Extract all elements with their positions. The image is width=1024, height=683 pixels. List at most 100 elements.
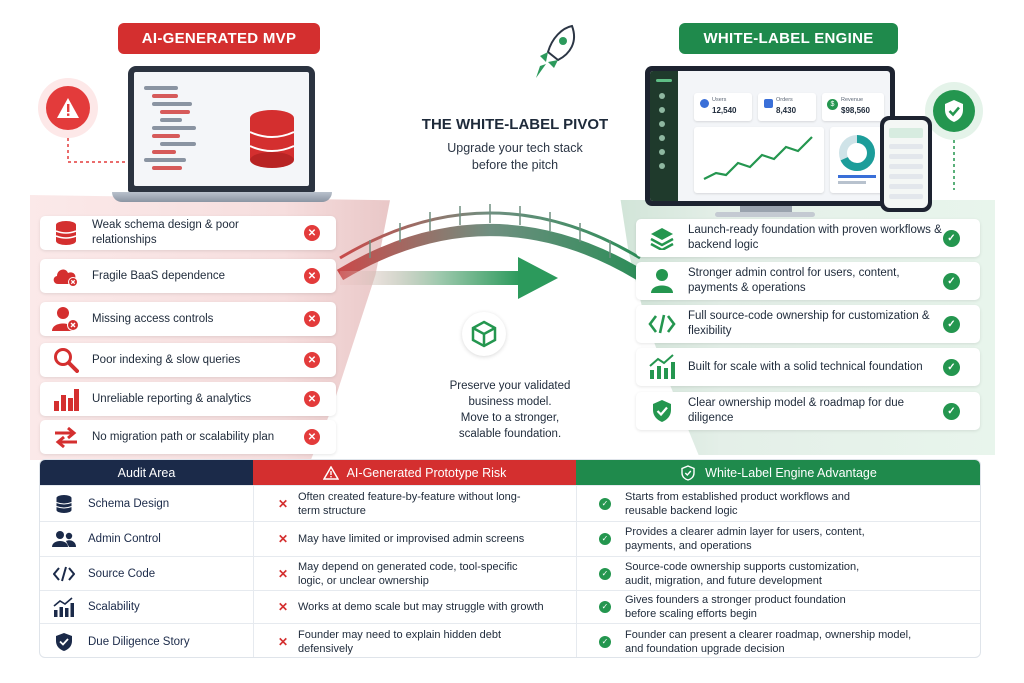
- check-icon: ✓: [943, 272, 960, 290]
- caption-line: Move to a stronger,: [460, 412, 560, 424]
- left-item-label: Poor indexing & slow queries: [92, 353, 241, 366]
- left-item-baas: Fragile BaaS dependence ✕: [40, 259, 336, 293]
- user-icon: [651, 269, 673, 293]
- shield-check-icon: [681, 464, 695, 481]
- left-item-access: Missing access controls ✕: [40, 302, 336, 336]
- row-advantage-text: Gives founders a stronger product founda…: [625, 594, 846, 620]
- right-item-scale: Built for scale with a solid technical f…: [636, 348, 980, 386]
- swap-arrows-icon: [55, 426, 77, 448]
- check-icon: ✓: [943, 402, 960, 420]
- right-title-badge: WHITE-LABEL ENGINE: [679, 23, 898, 54]
- table-row: Scalability ✕Works at demo scale but may…: [40, 590, 980, 623]
- x-mark-icon: ✕: [278, 600, 289, 614]
- stat-value: $98,560: [841, 106, 870, 115]
- bridge-illustration: [336, 204, 644, 281]
- left-item-schema: Weak schema design & poor relationships …: [40, 216, 336, 250]
- stat-label: Users: [712, 97, 727, 103]
- x-icon: ✕: [304, 391, 320, 407]
- row-risk-text: Founder may need to explain hidden debt …: [298, 628, 502, 655]
- dashboard-sidebar: [650, 71, 678, 201]
- x-icon: ✕: [304, 352, 320, 368]
- rocket-icon: [536, 24, 576, 78]
- center-subtitle: Upgrade your tech stack before the pitch: [380, 140, 650, 174]
- layers-icon: [650, 228, 674, 250]
- row-area-label: Due Diligence Story: [88, 635, 190, 648]
- caption-line: Preserve your validated: [449, 380, 571, 392]
- users-icon: [52, 531, 76, 547]
- row-advantage-text: Starts from established product workflow…: [625, 490, 850, 517]
- shield-check-icon: [653, 400, 671, 422]
- center-caption: Preserve your validated business model. …: [410, 378, 610, 442]
- caption-line: scalable foundation.: [458, 428, 562, 440]
- cube-icon: [471, 320, 497, 348]
- left-item-label: Fragile BaaS dependence: [92, 269, 225, 282]
- left-item-indexing: Poor indexing & slow queries ✕: [40, 343, 336, 377]
- stat-value: 8,430: [776, 106, 797, 115]
- right-item-foundation: Launch-ready foundation with proven work…: [636, 219, 980, 257]
- left-title-badge: AI-GENERATED MVP: [118, 23, 320, 54]
- transition-arrow: [340, 257, 558, 299]
- monitor-foot: [715, 212, 815, 217]
- row-area-label: Source Code: [88, 567, 156, 580]
- stat-value: 12,540: [712, 106, 737, 115]
- header-audit-area: Audit Area: [40, 460, 253, 485]
- right-item-label: Clear ownership model & roadmap for due …: [688, 397, 905, 424]
- monitor-stand: [740, 206, 792, 214]
- stat-card-revenue: $ Revenue $98,560: [822, 93, 884, 121]
- header-risk: AI-Generated Prototype Risk: [253, 460, 576, 485]
- growth-chart-icon: [649, 354, 675, 379]
- code-editor-illustration: [134, 72, 309, 186]
- header-risk-label: AI-Generated Prototype Risk: [346, 465, 507, 480]
- check-icon: ✓: [599, 497, 611, 510]
- row-advantage-text: Source-code ownership supports customiza…: [625, 560, 860, 587]
- left-item-label: No migration path or scalability plan: [92, 430, 275, 443]
- table-row: Admin Control ✕May have limited or impro…: [40, 521, 980, 556]
- user-icon: [700, 99, 709, 108]
- row-risk-text: May depend on generated code, tool-speci…: [298, 560, 518, 587]
- laptop-base: [112, 192, 332, 202]
- warning-icon: [322, 465, 339, 480]
- database-icon: [56, 494, 72, 513]
- row-risk-text: May have limited or improvised admin scr…: [298, 533, 525, 545]
- user-blocked-icon: [52, 307, 79, 331]
- cloud-error-icon: [53, 269, 78, 287]
- check-icon: ✓: [943, 229, 960, 247]
- left-item-label: Missing access controls: [92, 312, 214, 325]
- table-row: Source Code ✕ May depend on generated cod…: [40, 556, 980, 590]
- right-item-label: Launch-ready foundation with proven work…: [688, 224, 942, 251]
- row-risk-text: Often created feature-by-feature without…: [298, 490, 521, 517]
- row-risk-text: Works at demo scale but may struggle wit…: [298, 601, 544, 613]
- x-icon: ✕: [304, 225, 320, 241]
- row-area-label: Schema Design: [88, 497, 170, 510]
- shield-check-icon: [56, 632, 72, 651]
- check-icon: ✓: [599, 601, 611, 613]
- warning-icon: [46, 86, 90, 130]
- right-item-diligence: Clear ownership model & roadmap for due …: [636, 392, 980, 430]
- stat-card-users: Users 12,540: [694, 93, 752, 121]
- line-chart-illustration: [694, 127, 824, 193]
- header-advantage-label: White-Label Engine Advantage: [705, 465, 877, 480]
- shield-connector-line: [953, 140, 955, 190]
- cart-icon: [764, 99, 773, 108]
- code-icon: [53, 566, 75, 581]
- table-row: Due Diligence Story ✕Founder may need to…: [40, 623, 980, 657]
- comparison-table: Audit Area AI-Generated Prototype Risk W…: [39, 459, 981, 658]
- alert-connector-line: [67, 138, 128, 163]
- cube-badge: [462, 312, 506, 356]
- left-item-reporting: Unreliable reporting & analytics ✕: [40, 382, 336, 416]
- phone-illustration: [880, 116, 932, 212]
- shield-badge: [925, 82, 983, 140]
- check-icon: ✓: [599, 567, 611, 580]
- header-advantage: White-Label Engine Advantage: [576, 460, 980, 485]
- right-item-admin: Stronger admin control for users, conten…: [636, 262, 980, 300]
- row-area-label: Admin Control: [88, 533, 161, 545]
- x-mark-icon: ✕: [278, 566, 289, 581]
- left-item-label: Weak schema design & poor relationships: [92, 219, 239, 246]
- right-item-label: Stronger admin control for users, conten…: [688, 267, 900, 294]
- row-advantage-text: Provides a clearer admin layer for users…: [625, 526, 865, 552]
- database-icon: [249, 110, 295, 168]
- growth-chart-icon: [53, 597, 74, 617]
- shield-check-icon: [933, 90, 975, 132]
- right-item-source: Full source-code ownership for customiza…: [636, 305, 980, 343]
- x-icon: ✕: [304, 311, 320, 327]
